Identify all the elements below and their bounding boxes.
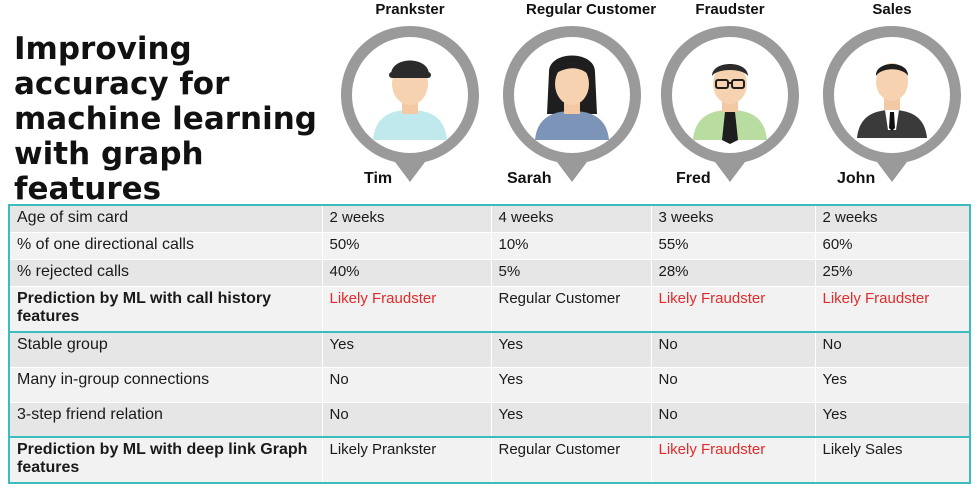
location-pin-icon [341, 26, 479, 182]
table-cell: 3 weeks [650, 204, 816, 233]
table-cell: Yes [490, 366, 652, 403]
table-cell: 60% [814, 231, 971, 260]
table-row: Many in-group connections No Yes No Yes [8, 366, 971, 403]
table-cell: Yes [490, 331, 652, 368]
table-cell: No [650, 331, 816, 368]
table-cell: 50% [321, 231, 492, 260]
table-cell: Yes [814, 401, 971, 438]
woman-avatar-icon [535, 55, 609, 140]
table-cell: Yes [490, 401, 652, 438]
persona-role: Prankster [375, 1, 445, 18]
persona-role: Fraudster [695, 1, 765, 18]
row-label: Many in-group connections [8, 366, 323, 403]
table-cell: 10% [490, 231, 652, 260]
table-cell: Likely Fraudster [814, 285, 971, 333]
table-cell: No [650, 366, 816, 403]
table-row: Prediction by ML with deep link Graph fe… [8, 436, 971, 484]
persona-prankster: Prankster Tim [335, 0, 495, 195]
persona-name: John [837, 170, 876, 187]
row-label: Age of sim card [8, 204, 323, 233]
persona-name: Fred [676, 170, 711, 187]
row-label: Prediction by ML with deep link Graph fe… [8, 436, 323, 484]
persona-regular-customer: Regular Customer Sarah [497, 0, 657, 195]
table-row: Stable group Yes Yes No No [8, 331, 971, 368]
man-glasses-tie-avatar-icon [693, 64, 767, 144]
table-cell: Likely Fraudster [650, 285, 816, 333]
table-cell: 5% [490, 258, 652, 287]
row-label: % rejected calls [8, 258, 323, 287]
persona-name: Sarah [507, 170, 552, 187]
table-cell: Likely Fraudster [650, 436, 816, 484]
table-cell: No [650, 401, 816, 438]
row-label: Prediction by ML with call history featu… [8, 285, 323, 333]
table-row: Prediction by ML with call history featu… [8, 285, 971, 333]
table-cell: Likely Sales [814, 436, 971, 484]
persona-sales: Sales John [817, 0, 975, 195]
table-cell: Likely Fraudster [321, 285, 492, 333]
persona-role: Regular Customer [526, 1, 657, 18]
page-title: Improving accuracy for machine learning … [14, 31, 317, 207]
table-cell: Yes [321, 331, 492, 368]
table-cell: 25% [814, 258, 971, 287]
location-pin-icon [661, 26, 799, 182]
table-cell: 28% [650, 258, 816, 287]
table-cell: No [321, 401, 492, 438]
table-cell: 2 weeks [321, 204, 492, 233]
table-cell: 4 weeks [490, 204, 652, 233]
comparison-table: Age of sim card 2 weeks 4 weeks 3 weeks … [8, 204, 971, 484]
row-label: 3-step friend relation [8, 401, 323, 438]
table-row: 3-step friend relation No Yes No Yes [8, 401, 971, 438]
persona-role: Sales [872, 1, 912, 18]
table-cell: Regular Customer [490, 436, 652, 484]
table-row: % of one directional calls 50% 10% 55% 6… [8, 231, 971, 260]
row-label: % of one directional calls [8, 231, 323, 260]
location-pin-icon [503, 26, 641, 182]
table-cell: Likely Prankster [321, 436, 492, 484]
table-cell: Regular Customer [490, 285, 652, 333]
table-cell: 55% [650, 231, 816, 260]
table-cell: Yes [814, 366, 971, 403]
table-cell: 2 weeks [814, 204, 971, 233]
businessman-avatar-icon [857, 63, 927, 138]
table-cell: No [321, 366, 492, 403]
table-cell: No [814, 331, 971, 368]
location-pin-icon [823, 26, 961, 182]
prankster-avatar-icon [373, 60, 447, 140]
persona-fraudster: Fraudster Fred [655, 0, 815, 195]
row-label: Stable group [8, 331, 323, 368]
table-cell: 40% [321, 258, 492, 287]
table-row: Age of sim card 2 weeks 4 weeks 3 weeks … [8, 204, 971, 233]
persona-name: Tim [364, 170, 393, 187]
table-row: % rejected calls 40% 5% 28% 25% [8, 258, 971, 287]
